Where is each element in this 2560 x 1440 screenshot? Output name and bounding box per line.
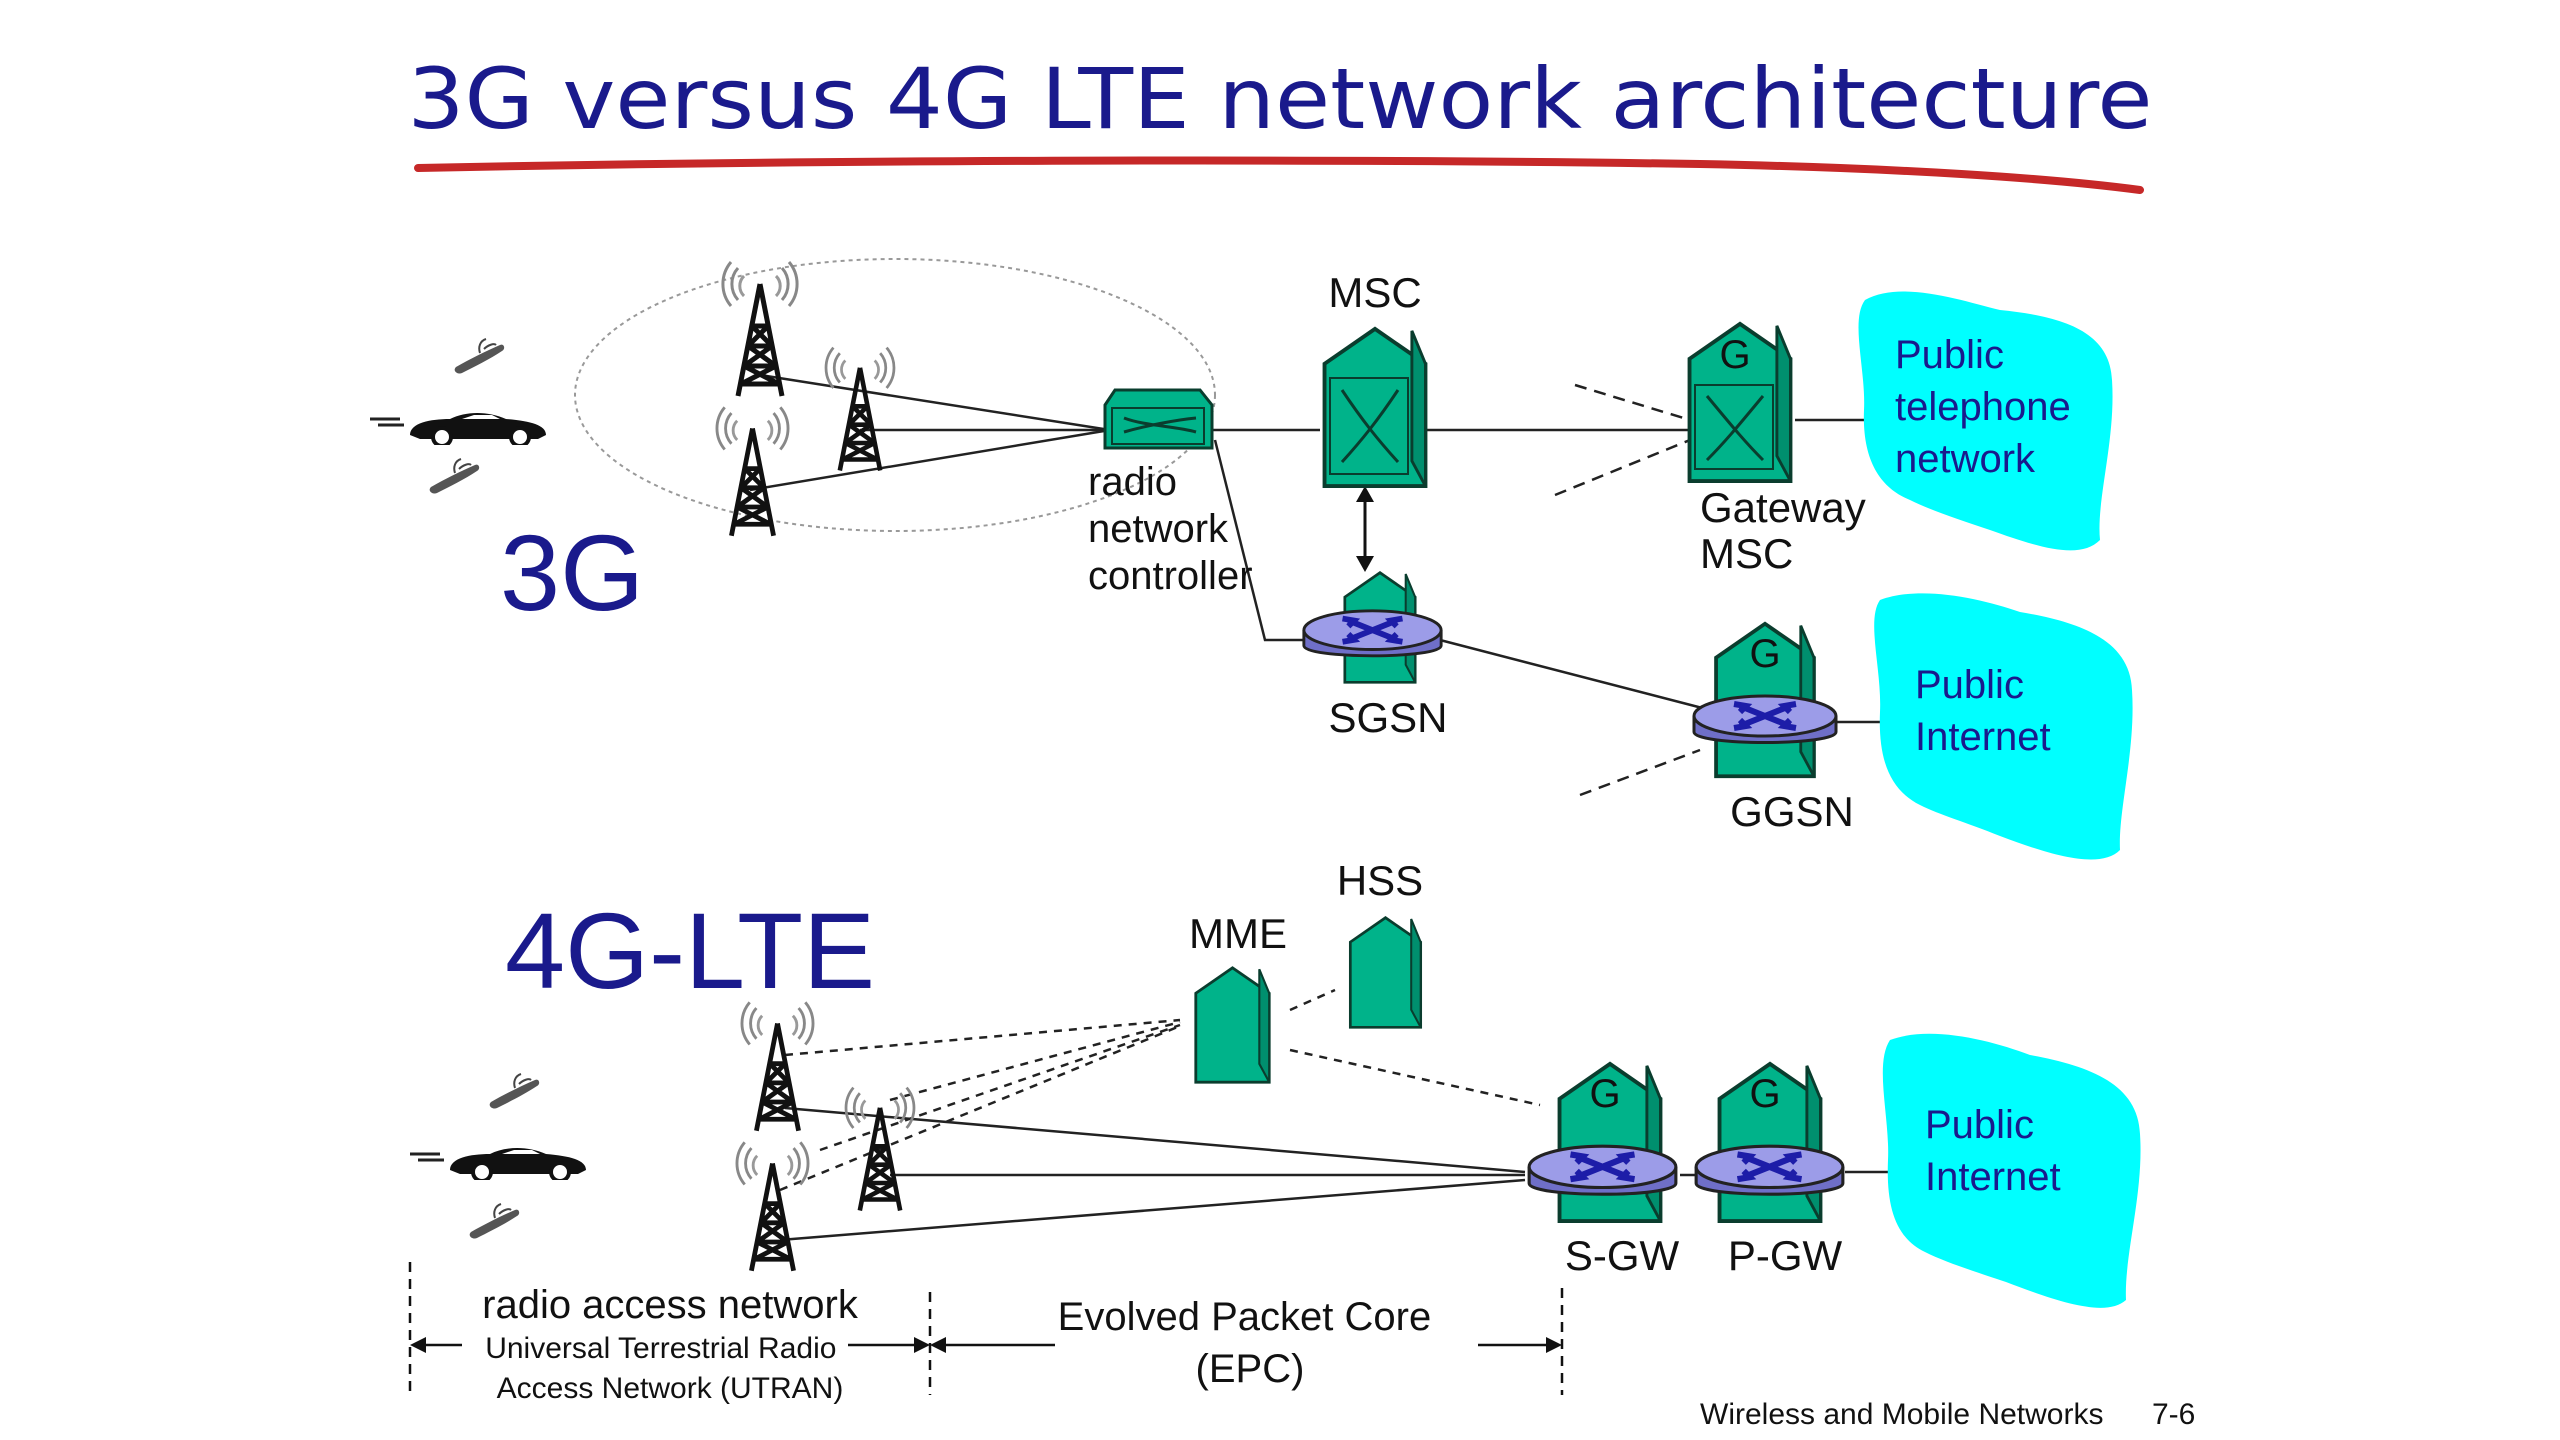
pstn-cloud	[1858, 291, 2113, 551]
tower-icon	[737, 1142, 808, 1270]
coverage-area	[574, 258, 1216, 532]
mme-label: MME	[1189, 910, 1287, 957]
mme-node	[1193, 965, 1272, 1085]
pgw-node: G	[1696, 1061, 1843, 1224]
gateway-mark: G	[1749, 1072, 1780, 1116]
gateway-msc-label: Gateway MSC	[1700, 484, 1877, 577]
gateway-mark: G	[1719, 333, 1750, 377]
sgsn-node	[1304, 570, 1441, 685]
sgsn-label: SGSN	[1328, 694, 1447, 741]
section-label-3g: 3G	[500, 512, 644, 633]
utran-label: Universal Terrestrial Radio Access Netwo…	[485, 1332, 845, 1405]
radio-network-controller	[1103, 388, 1214, 450]
ggsn-node: G	[1694, 621, 1836, 779]
gateway-mark: G	[1589, 1072, 1620, 1116]
router-icon	[1304, 611, 1441, 656]
footer-course: Wireless and Mobile Networks	[1700, 1398, 2103, 1431]
phone-icon	[468, 1203, 521, 1240]
msc-sgsn-arrow	[1356, 486, 1374, 572]
tower-icon	[826, 348, 894, 471]
span-arrowheads	[410, 1337, 1562, 1353]
tower-icon	[742, 1002, 813, 1130]
msc-label: MSC	[1328, 269, 1421, 316]
hss-node	[1348, 915, 1423, 1030]
ran-label: radio access network	[482, 1283, 859, 1327]
sgw-node: G	[1529, 1061, 1676, 1224]
rnc-label: radio network controller	[1088, 460, 1253, 598]
car-icon	[370, 411, 548, 445]
epc-label: Evolved Packet Core (EPC)	[1058, 1295, 1443, 1391]
footer-page: 7-6	[2152, 1398, 2195, 1431]
pstn-label: Public telephone network	[1895, 333, 2082, 481]
pgw-label: P-GW	[1728, 1232, 1843, 1279]
section-4g: 4G-LTE MME HSS	[408, 857, 2141, 1405]
phone-icon	[428, 458, 481, 495]
links-4g	[779, 988, 1890, 1242]
section-label-4g: 4G-LTE	[505, 890, 875, 1011]
sgw-label: S-GW	[1565, 1232, 1680, 1279]
tower-icon	[723, 262, 797, 396]
msc-node	[1322, 326, 1428, 489]
internet-label-4g: Public Internet	[1925, 1103, 2061, 1199]
internet-label-3g: Public Internet	[1915, 663, 2051, 759]
slide-title: 3G versus 4G LTE network architecture	[408, 50, 2153, 148]
hss-label: HSS	[1337, 857, 1423, 904]
router-icon	[1529, 1146, 1676, 1194]
section-3g: radio network controller MSC G Gateway M…	[370, 258, 2133, 860]
internet-cloud-3g	[1874, 593, 2133, 860]
phone-icon	[453, 338, 506, 375]
links-3g	[749, 373, 1880, 797]
tower-icon	[717, 407, 788, 535]
ggsn-label: GGSN	[1730, 788, 1854, 835]
span-markers	[408, 1262, 1564, 1395]
car-icon	[410, 1146, 588, 1180]
router-icon	[1696, 1146, 1843, 1194]
internet-cloud-4g	[1882, 1033, 2141, 1308]
phone-icon	[488, 1073, 541, 1110]
gateway-mark: G	[1749, 632, 1780, 676]
gateway-msc-node: G	[1687, 321, 1793, 484]
title-underline	[414, 156, 2144, 194]
router-icon	[1694, 696, 1836, 743]
